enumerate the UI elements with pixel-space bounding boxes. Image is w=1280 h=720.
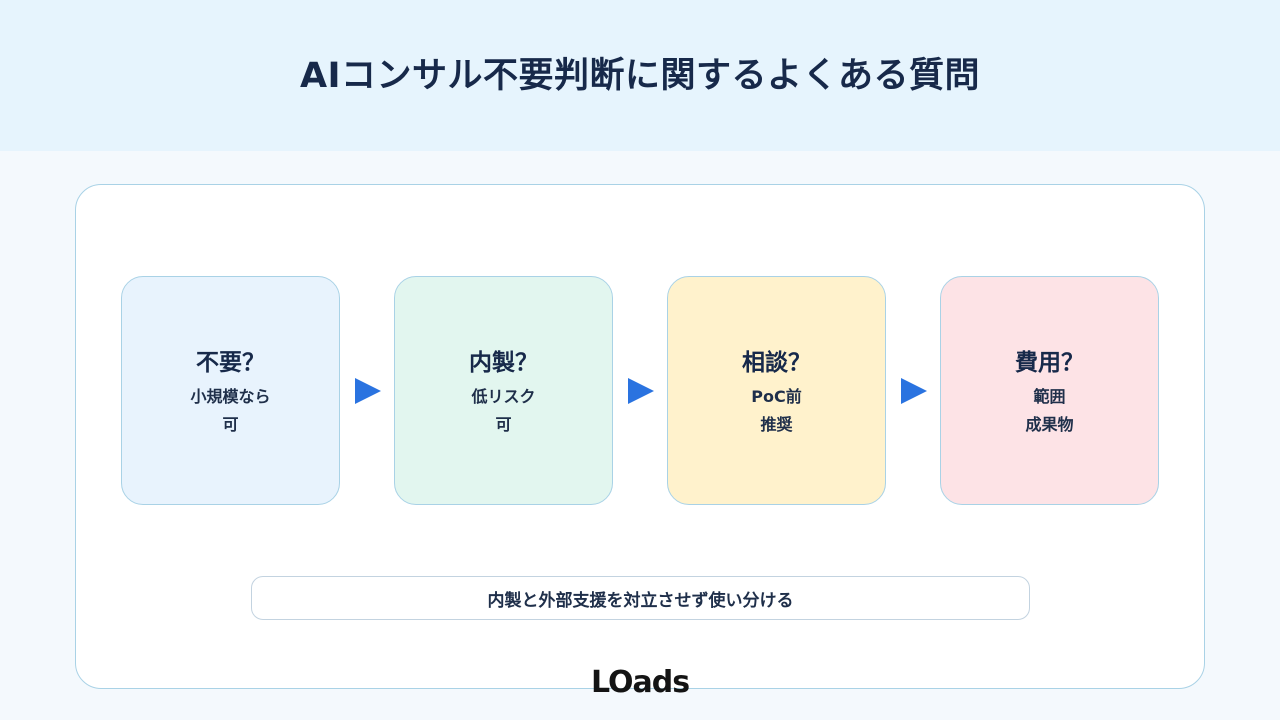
card-title: 相談？: [742, 349, 811, 376]
card-title: 内製？: [469, 349, 538, 376]
card-hiyou: 費用？ 範囲 成果物: [940, 276, 1159, 505]
card-fuyou: 不要？ 小規模なら 可: [121, 276, 340, 505]
card-line: 可: [495, 414, 512, 434]
card-line: 成果物: [1025, 414, 1074, 434]
card-naisei: 内製？ 低リスク 可: [394, 276, 613, 505]
page-title: AIコンサル不要判断に関するよくある質問: [299, 56, 981, 96]
summary-note: 内製と外部支援を対立させず使い分ける: [251, 576, 1030, 620]
card-soudan: 相談？ PoC前 推奨: [667, 276, 886, 505]
header-band: AIコンサル不要判断に関するよくある質問: [0, 0, 1280, 151]
brand-logo: LOads: [590, 664, 690, 700]
card-line: 低リスク: [471, 386, 536, 406]
arrow-right-icon: [355, 378, 381, 404]
card-line: 推奨: [760, 414, 793, 434]
arrow-right-icon: [628, 378, 654, 404]
card-title: 費用？: [1015, 349, 1084, 376]
card-line: 小規模なら: [190, 386, 271, 406]
card-line: 可: [222, 414, 239, 434]
card-line: 範囲: [1033, 386, 1066, 406]
card-title: 不要？: [196, 349, 265, 376]
card-line: PoC前: [751, 386, 802, 406]
arrow-right-icon: [901, 378, 927, 404]
